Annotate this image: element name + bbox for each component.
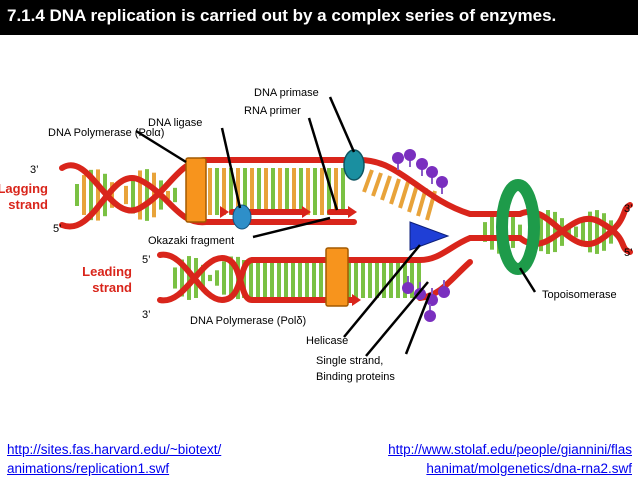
label-dna-polymerase-delta: DNA Polymerase (Polδ) bbox=[190, 315, 306, 327]
label-dna-primase: DNA primase bbox=[254, 87, 319, 99]
label-rna-primer: RNA primer bbox=[244, 105, 301, 117]
link-stolaf-animation[interactable]: http://www.stolaf.edu/people/giannini/fl… bbox=[388, 440, 632, 478]
single-strand-base bbox=[380, 175, 392, 201]
ssb-protein bbox=[402, 282, 414, 294]
topoisomerase-shape bbox=[496, 179, 540, 275]
label-leading-strand-line2: strand bbox=[92, 280, 132, 295]
dna-replication-diagram: DNA primase RNA primer DNA ligase DNA Po… bbox=[0, 87, 633, 383]
label-leading-strand-line1: Leading bbox=[82, 264, 132, 279]
label-dna-ligase: DNA ligase bbox=[148, 117, 202, 129]
label-lagging-3prime: 3’ bbox=[30, 164, 39, 176]
slide-title: 7.1.4 DNA replication is carried out by … bbox=[7, 6, 557, 25]
label-lagging-5prime: 5’ bbox=[53, 223, 62, 235]
single-strand-base bbox=[398, 181, 410, 209]
single-strand-binding-proteins bbox=[392, 149, 450, 322]
strand-arrowhead bbox=[220, 206, 229, 218]
label-lagging-strand-line1: Lagging bbox=[0, 181, 48, 196]
dna-ligase-shape bbox=[232, 204, 252, 230]
dna-backbone-5 bbox=[157, 254, 355, 304]
ssb-protein bbox=[416, 158, 428, 170]
strand-arrowhead bbox=[352, 294, 361, 306]
dna-polymerase-alpha-shape bbox=[185, 157, 207, 223]
label-right-3prime: 3’ bbox=[624, 203, 633, 215]
label-pointers bbox=[135, 96, 537, 357]
ssb-protein bbox=[404, 149, 416, 161]
dna-primase-shape bbox=[343, 149, 365, 181]
link-harvard-animation[interactable]: http://sites.fas.harvard.edu/~biotext/ a… bbox=[7, 440, 221, 478]
ssb-protein bbox=[438, 286, 450, 298]
dna-backbone-4 bbox=[157, 215, 633, 304]
link-right-line2: hanimat/molgenetics/dna-rna2.swf bbox=[426, 461, 632, 476]
ssb-protein bbox=[436, 176, 448, 188]
helicase-shape bbox=[409, 221, 450, 251]
label-dna-polymerase-alpha: DNA Polymerase (Polα) bbox=[48, 127, 164, 139]
dna-polymerase-delta-shape bbox=[325, 247, 349, 307]
dna-backbone-0 bbox=[59, 157, 633, 248]
link-right-line1: http://www.stolaf.edu/people/giannini/fl… bbox=[388, 442, 632, 457]
ssb-protein bbox=[392, 152, 404, 164]
strand-arrowhead bbox=[348, 206, 357, 218]
single-strand-base bbox=[407, 184, 419, 213]
ssb-protein bbox=[424, 310, 436, 322]
ssb-protein bbox=[426, 166, 438, 178]
single-strand-base bbox=[362, 169, 374, 193]
strand-arrowhead bbox=[302, 206, 311, 218]
single-strand-base bbox=[371, 172, 383, 197]
label-right-5prime: 5’ bbox=[624, 247, 633, 259]
label-helicase: Helicase bbox=[306, 335, 348, 347]
label-topoisomerase: Topoisomerase bbox=[542, 289, 617, 301]
enzymes bbox=[185, 149, 540, 307]
single-strand-base bbox=[389, 178, 401, 205]
label-leading-3prime: 3’ bbox=[142, 309, 151, 321]
label-ssb-line1: Single strand, bbox=[316, 355, 383, 367]
link-left-line1: http://sites.fas.harvard.edu/~biotext/ bbox=[7, 442, 222, 457]
label-ssb-line2: Binding proteins bbox=[316, 371, 395, 383]
label-lagging-strand-line2: strand bbox=[8, 197, 48, 212]
label-leading-5prime: 5’ bbox=[142, 254, 151, 266]
label-okazaki-fragment: Okazaki fragment bbox=[148, 235, 234, 247]
title-bar: 7.1.4 DNA replication is carried out by … bbox=[0, 0, 638, 35]
link-left-line2: animations/replication1.swf bbox=[7, 461, 170, 476]
